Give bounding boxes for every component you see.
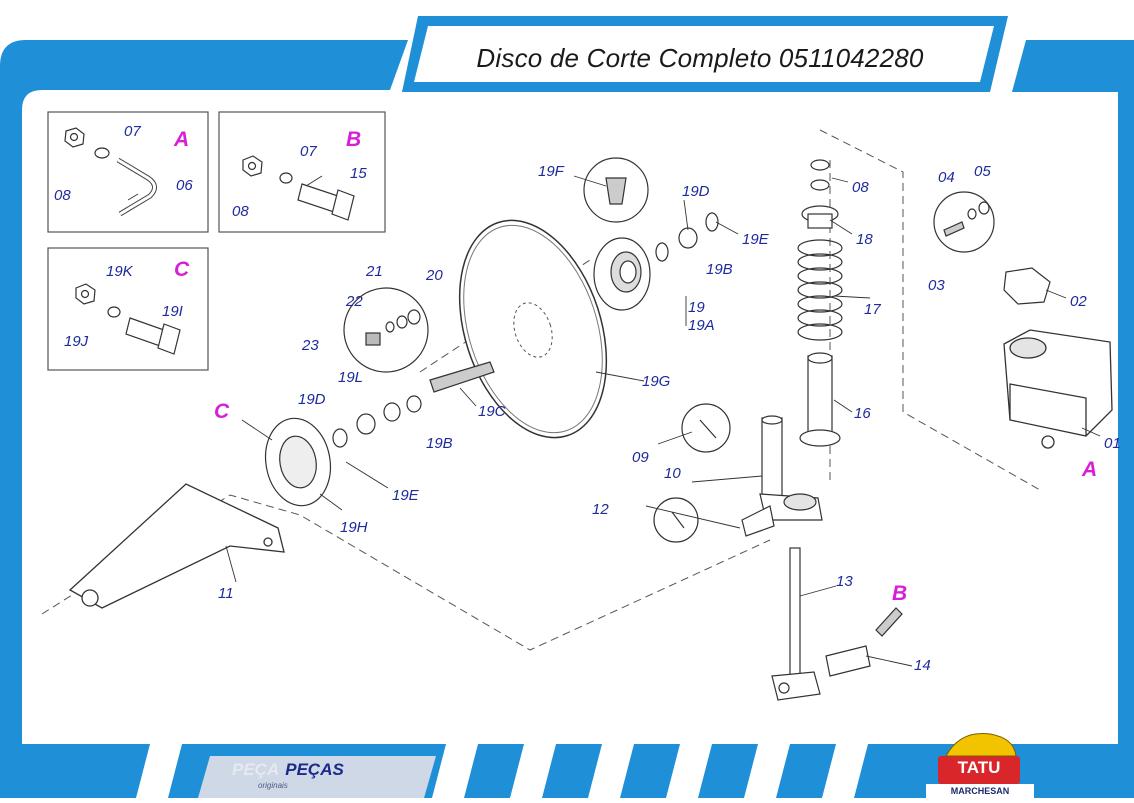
page-title: Disco de Corte Completo 0511042280 [476, 42, 924, 73]
hub-assembly [583, 157, 719, 311]
label-02: 02 [1070, 293, 1087, 310]
inset-A-label-06: 06 [176, 177, 193, 194]
label-08: 08 [852, 179, 869, 196]
label-11: 11 [218, 585, 234, 602]
label-20: 20 [425, 267, 443, 284]
label-19L: 19L [338, 369, 363, 386]
label-05: 05 [974, 163, 991, 180]
inset-A-parts [64, 127, 157, 217]
inset-A-box [47, 111, 209, 233]
inset-B-parts [242, 155, 355, 221]
label-17: 17 [864, 301, 881, 318]
label-19G: 19G [642, 373, 671, 390]
bracket-01 [1003, 329, 1113, 449]
label-21: 21 [365, 263, 383, 280]
label-23: 23 [301, 337, 319, 354]
label-19A: 19A [688, 317, 715, 334]
tatu-logo-sub: MARCHESAN [950, 786, 1010, 796]
hub-small-parts [332, 287, 495, 448]
label-03: 03 [928, 277, 945, 294]
marker-B: B [892, 582, 907, 605]
inset-boxes [47, 111, 386, 371]
clamp-02 [933, 191, 1051, 305]
flange-19H [264, 417, 332, 507]
inset-C-box [47, 247, 209, 371]
label-19D-top: 19D [682, 183, 710, 200]
label-19E-low: 19E [392, 487, 420, 504]
label-14: 14 [914, 657, 931, 674]
inset-C-marker: C [174, 258, 190, 281]
inset-A-label-07: 07 [124, 123, 141, 140]
blue-frame [0, 16, 1134, 798]
label-09: 09 [632, 449, 649, 466]
inset-B-box [218, 111, 386, 233]
tatu-logo-word: TATU [957, 758, 1001, 777]
label-19D-low: 19D [298, 391, 326, 408]
inset-B-label-08: 08 [232, 203, 249, 220]
label-19H: 19H [340, 519, 368, 536]
brand-subtitle: originais [258, 781, 288, 790]
label-16: 16 [854, 405, 871, 422]
label-18: 18 [856, 231, 873, 248]
label-19B-top: 19B [706, 261, 733, 278]
label-19: 19 [688, 299, 705, 316]
label-19F: 19F [538, 163, 565, 180]
marker-A: A [1081, 458, 1097, 481]
leader-lines [127, 175, 1101, 667]
marker-C: C [214, 400, 230, 423]
inset-C-label-19J: 19J [64, 333, 89, 350]
brand-right: PEÇAS [285, 760, 344, 779]
label-19E-top: 19E [742, 231, 770, 248]
label-01: 01 [1104, 435, 1121, 452]
label-10: 10 [664, 465, 681, 482]
tatu-logo-mark [926, 732, 1034, 798]
inset-C-parts [75, 283, 181, 355]
label-13: 13 [836, 573, 853, 590]
lower-pins [653, 403, 903, 701]
spring-column [797, 159, 843, 447]
brand-logo: PEÇA PEÇAS [232, 760, 344, 780]
part-labels: 19F 19D 19E 19B 19 19A 21 20 22 23 19G 1… [54, 123, 1121, 674]
label-04: 04 [938, 169, 955, 186]
brand-left: PEÇA [232, 760, 280, 779]
cutting-disc [458, 219, 608, 439]
inset-C-label-19K: 19K [106, 263, 134, 280]
inset-C-label-19I: 19I [162, 303, 183, 320]
label-22: 22 [345, 293, 363, 310]
inset-B-label-07: 07 [300, 143, 317, 160]
label-19C: 19C [478, 403, 506, 420]
inset-A-marker: A [173, 128, 189, 151]
label-12: 12 [592, 501, 609, 518]
inset-B-label-15: 15 [350, 165, 367, 182]
label-19B-low: 19B [426, 435, 453, 452]
inset-A-label-08: 08 [54, 187, 71, 204]
inset-B-marker: B [346, 128, 361, 151]
arm-11 [68, 483, 285, 609]
